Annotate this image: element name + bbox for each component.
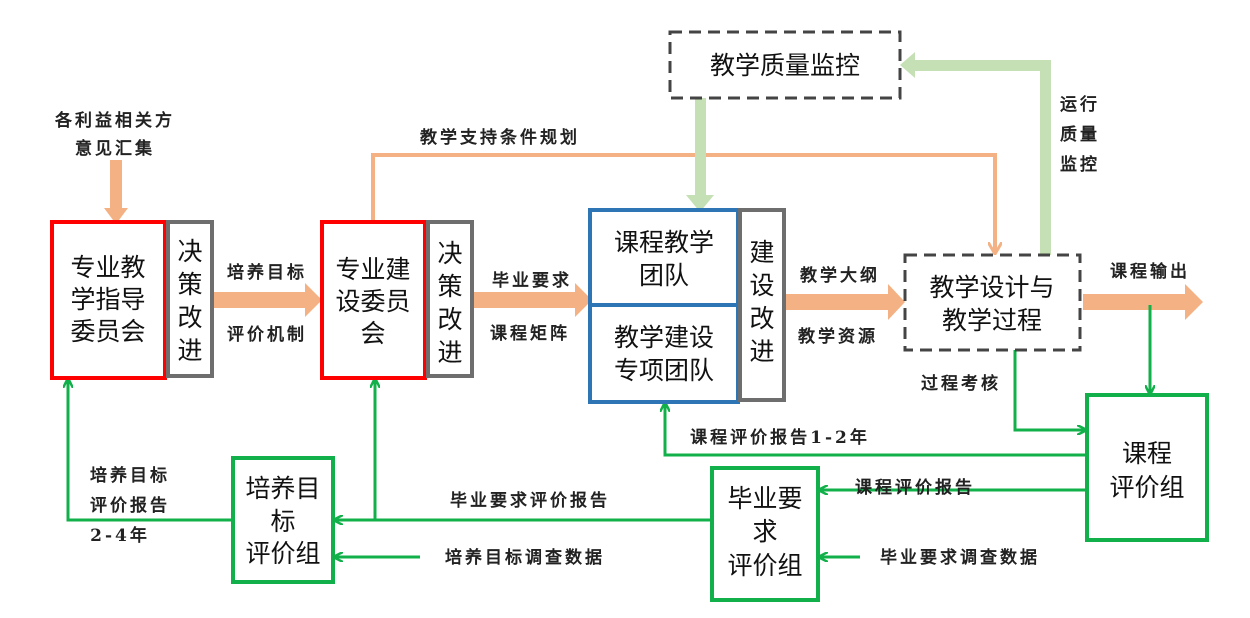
run-quality-label: 运行质量监控	[1060, 94, 1100, 175]
decision-text-1: 决策改进	[177, 237, 202, 365]
arrow-construction-to-teams	[472, 283, 592, 317]
construction-committee-text: 专业建设委员会	[335, 255, 410, 348]
goal-report-line	[68, 380, 233, 522]
guidance-committee-text: 专业教学指导委员会	[70, 253, 145, 346]
decision-box-2	[426, 220, 474, 378]
grad-req-label: 毕业要求	[492, 270, 572, 291]
grad-survey-label: 毕业要求调查数据	[880, 547, 1040, 568]
course-eval-text: 课程评价组	[1109, 439, 1184, 502]
mechanism-label: 评价机制	[227, 324, 307, 345]
goal-eval-box	[231, 456, 335, 584]
output-label: 课程输出	[1110, 261, 1190, 282]
course-report-years-label: 课程评价报告1-2年	[690, 427, 870, 448]
quality-monitor-text: 教学质量监控	[710, 51, 860, 80]
grad-report-label: 毕业要求评价报告	[450, 490, 610, 511]
process-assess-line	[1013, 350, 1085, 430]
resources-label: 教学资源	[797, 326, 878, 347]
teaching-process-text: 教学设计与教学过程	[929, 273, 1054, 335]
process-assess-label: 过程考核	[921, 373, 1001, 394]
arrow-teams-to-process	[784, 284, 905, 320]
support-planning-line	[371, 153, 995, 253]
course-output-arrow	[1083, 284, 1203, 320]
grad-eval-box	[710, 466, 820, 602]
monitor-to-teams-arrow	[686, 98, 714, 212]
goal-survey-label: 培养目标调查数据	[445, 547, 605, 568]
guidance-committee-box	[50, 220, 167, 380]
support-label: 教学支持条件规划	[419, 127, 580, 148]
course-report-years-line	[665, 404, 1087, 457]
goal-label: 培养目标	[227, 262, 307, 283]
quality-monitor-box	[668, 30, 902, 100]
build-improve-text: 建设改进	[749, 238, 774, 366]
arrow-guidance-to-construction	[212, 283, 322, 317]
decision-box-1	[166, 220, 214, 378]
build-improve-box	[738, 208, 786, 402]
syllabus-label: 教学大纲	[799, 265, 880, 286]
course-eval-box	[1085, 393, 1209, 542]
special-team-text: 教学建设专项团队	[614, 323, 714, 385]
course-team-text: 课程教学团队	[614, 228, 714, 290]
goal-eval-text: 培养目标评价组	[245, 474, 320, 568]
matrix-label: 课程矩阵	[490, 323, 570, 344]
stakeholder-arrow	[104, 160, 128, 224]
orange-arrows	[104, 160, 1203, 320]
teaching-process-box	[903, 253, 1082, 352]
construction-committee-box	[320, 220, 427, 380]
course-report-label: 课程评价报告	[855, 477, 975, 498]
stakeholders-label: 各利益相关方意见汇集	[54, 110, 175, 159]
grad-eval-text: 毕业要求评价组	[727, 484, 802, 580]
decision-text-2: 决策改进	[437, 239, 462, 367]
